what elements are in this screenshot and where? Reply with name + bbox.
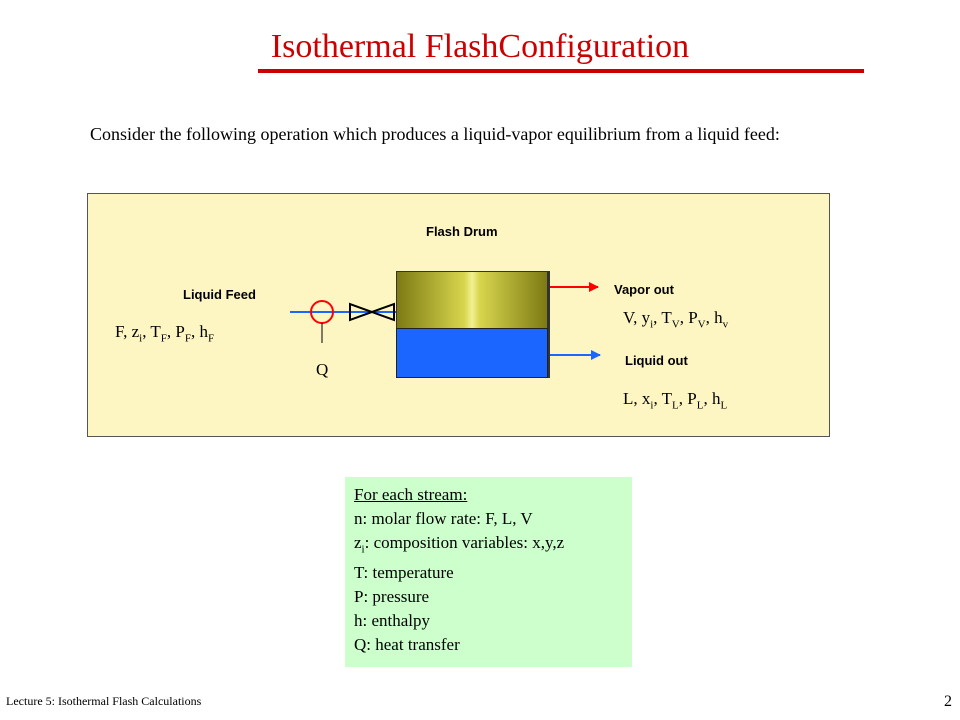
legend-box: For each stream: n: molar flow rate: F, … [345,477,632,667]
page-number: 2 [944,693,952,710]
legend-line-pressure: P: pressure [354,587,430,607]
liquid-out-label: Liquid out [625,353,688,368]
title-underline [258,69,864,73]
legend-line-temperature: T: temperature [354,563,454,583]
feed-stream-variables: F, zi, TF, PF, hF [115,322,215,345]
flash-drum-vapor-space [396,271,548,328]
intro-text: Consider the following operation which p… [90,124,780,144]
legend-line-heat: Q: heat transfer [354,635,460,655]
legend-heading: For each stream: [354,485,468,504]
flash-drum-liquid-space [396,328,548,378]
legend-line-enthalpy: h: enthalpy [354,611,431,631]
vapor-out-label: Vapor out [614,282,674,297]
page-title: Isothermal FlashConfiguration [270,28,690,65]
legend-line-flow: n: molar flow rate: F, L, V [354,509,533,528]
vapor-stream-variables: V, yi, TV, PV, hv [623,308,729,331]
legend-line-composition: zi: composition variables: x,y,z [354,533,565,556]
heat-duty-label: Q [316,360,329,379]
flash-drum-label: Flash Drum [426,224,498,239]
flash-drum-shadow [548,271,550,378]
liquid-stream-variables: L, xi, TL, PL, hL [623,389,728,412]
liquid-feed-label: Liquid Feed [183,287,256,302]
footer-text: Lecture 5: Isothermal Flash Calculations [6,694,202,708]
valve-icon [349,302,395,322]
